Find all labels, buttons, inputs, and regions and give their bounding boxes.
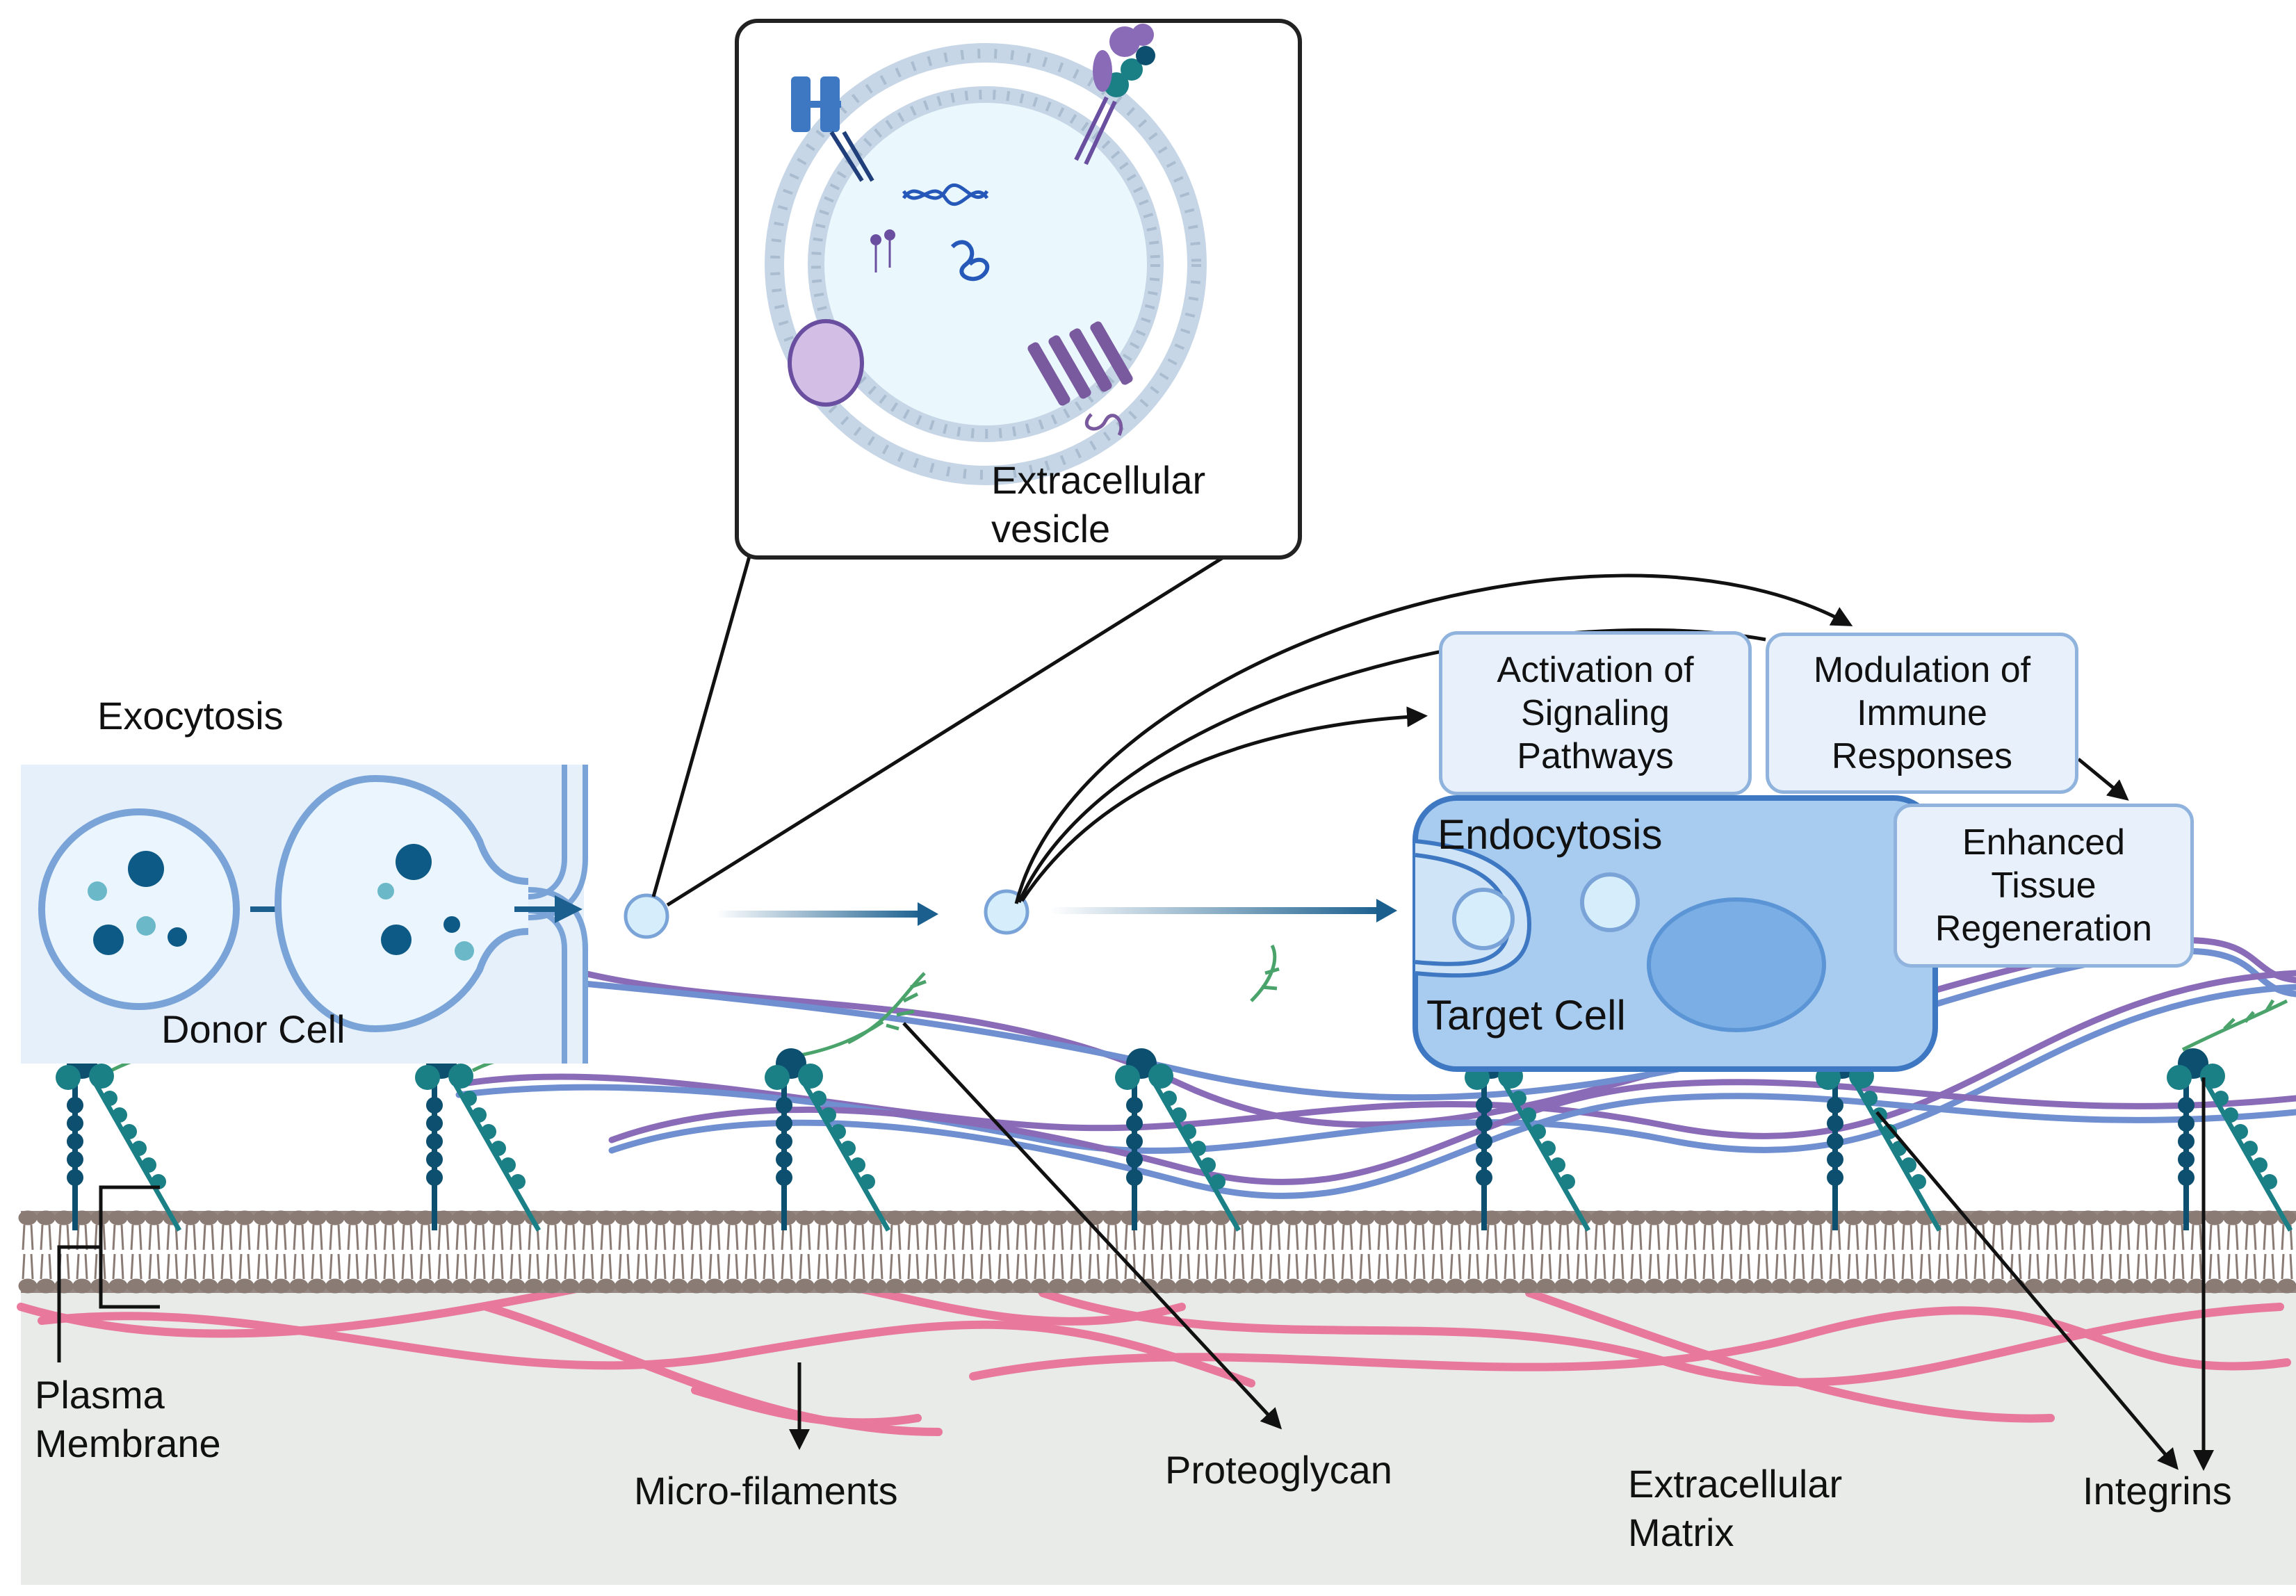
multivesicular-body [38,808,240,1010]
fusing-vesicle-body [274,774,529,1033]
effect-box-regeneration: Enhanced Tissue Regeneration [1894,804,2194,968]
effect-regeneration-line3: Regeneration [1935,909,2153,949]
plasma-label-line2: Membrane [35,1422,221,1465]
microfilaments [17,1266,2291,1436]
effect-signaling-line3: Pathways [1517,736,1674,776]
effect-signaling-line2: Signaling [1521,693,1670,733]
extracellular-vesicle-label: Extracellular vesicle [991,456,1283,553]
plasma-membrane-label: Plasma Membrane [35,1371,285,1468]
exocytosis-label: Exocytosis [97,694,284,738]
label-pointers [57,1022,2214,1471]
transport-arrow-2 [1050,907,1383,914]
effect-regeneration-line2: Tissue [1991,865,2096,906]
effect-immune-line2: Immune [1857,693,1987,733]
effect-arrows [1014,573,2129,904]
ecm-floor [21,1293,2296,1585]
ecm-label: Extracellular Matrix [1628,1460,1892,1557]
effect-immune-line3: Responses [1831,736,2013,776]
released-vesicle [624,893,669,939]
ecm-label-line1: Extracellular [1628,1462,1843,1506]
effect-box-immune: Modulation of Immune Responses [1766,633,2078,794]
collagen-fibers [455,937,2296,1199]
target-cell [1412,795,1938,1072]
effect-regeneration-line1: Enhanced [1962,822,2126,863]
proteoglycan-label: Proteoglycan [1165,1448,1392,1492]
effect-signaling-line1: Activation of [1497,650,1694,690]
ev-label-line1: Extracellular [991,458,1206,502]
effect-box-signaling: Activation of Signaling Pathways [1439,631,1752,795]
microfilaments-label: Micro-filaments [634,1469,898,1513]
endocytosis-label: Endocytosis [1438,811,1663,858]
target-cell-label: Target Cell [1426,992,1626,1039]
ecm-label-line2: Matrix [1628,1510,1734,1554]
plasma-label-line1: Plasma [35,1373,165,1417]
donor-cell-label: Donor Cell [161,1007,345,1051]
plasma-membrane [18,1210,2296,1294]
transport-arrow-1 [716,911,925,918]
extracellular-vesicle-detail [765,24,1207,485]
effect-immune-line1: Modulation of [1813,650,2031,690]
integrins-label: Integrins [2083,1469,2232,1513]
ev-label-line2: vesicle [991,507,1111,551]
